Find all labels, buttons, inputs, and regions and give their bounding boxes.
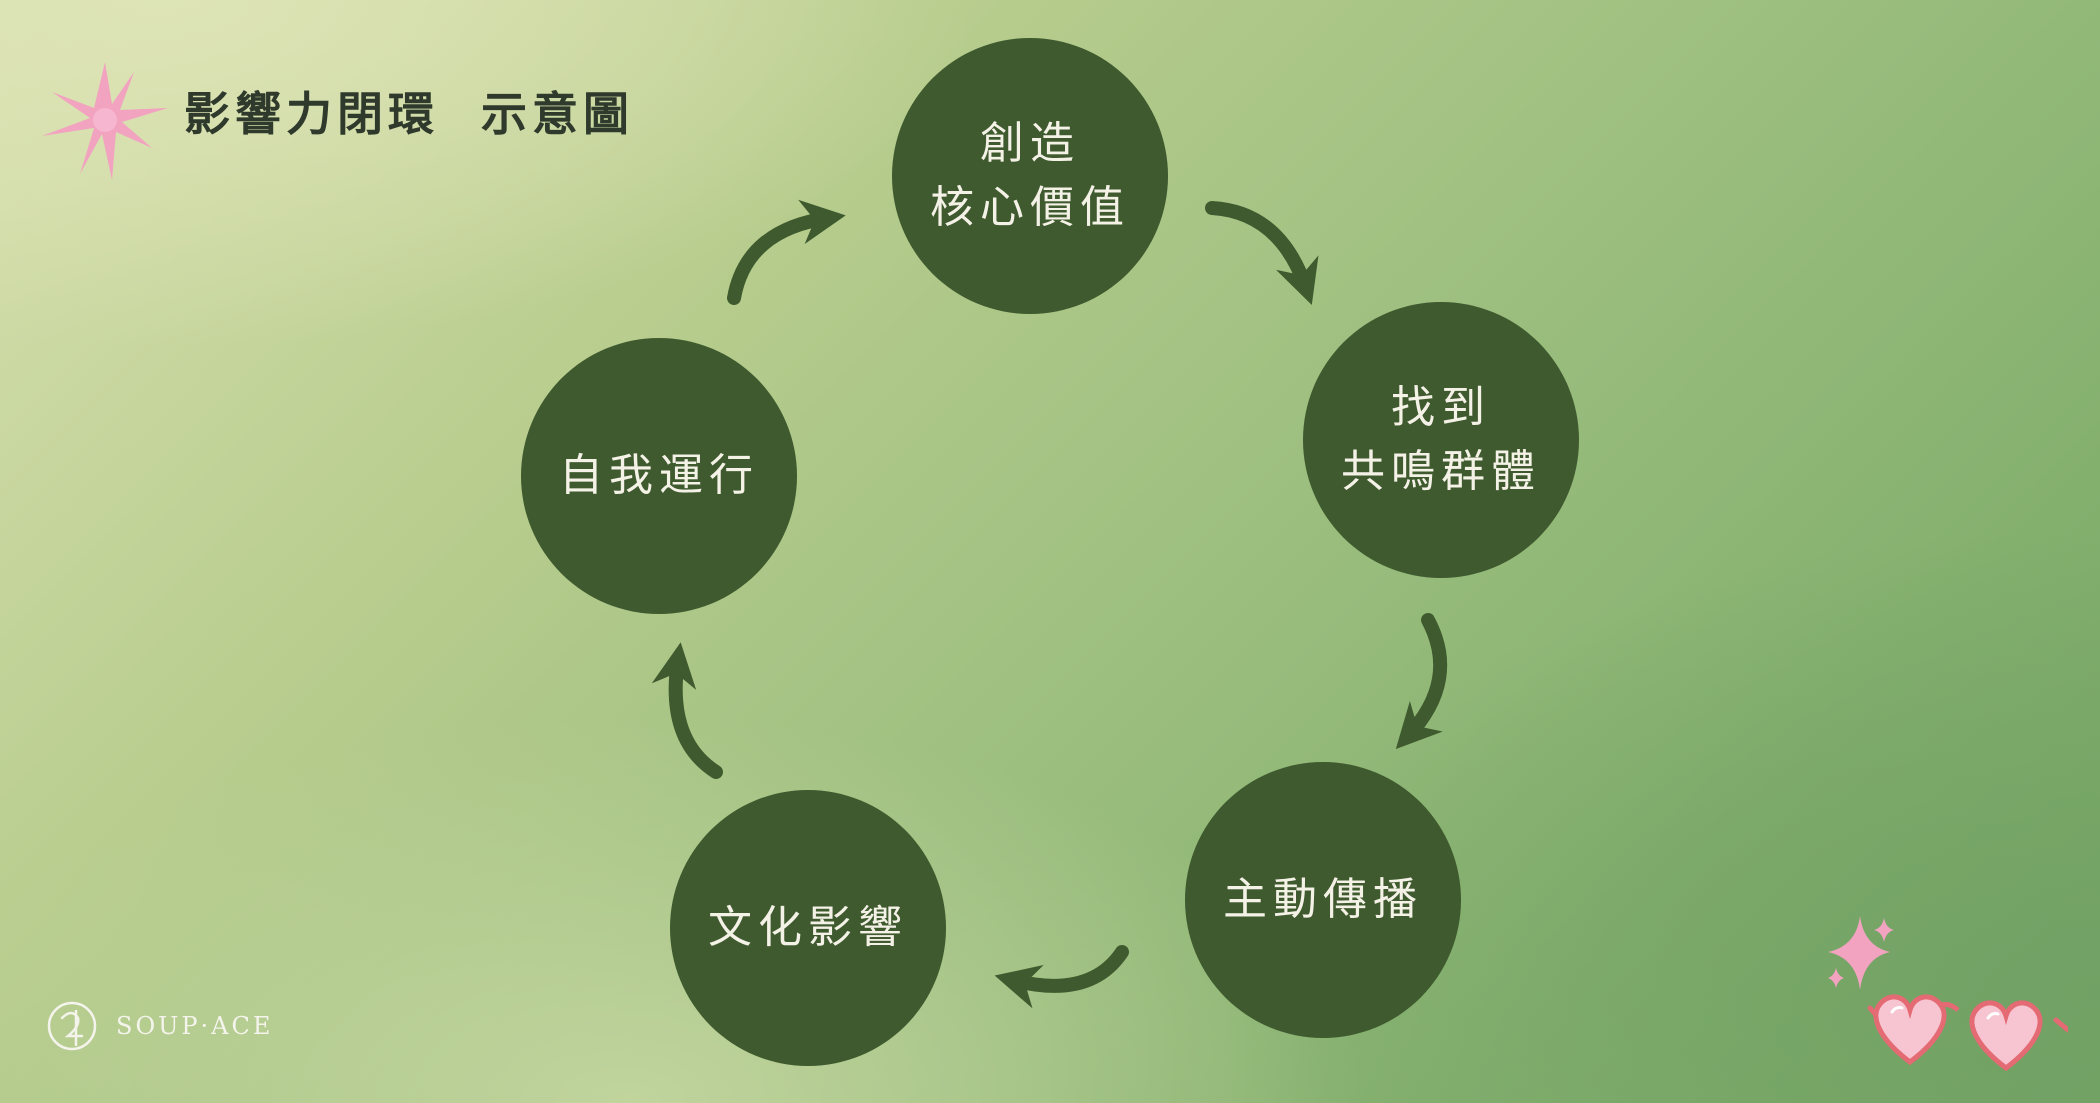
node-cultural-influence: 文化影響 bbox=[670, 790, 946, 1066]
node-active-spread: 主動傳播 bbox=[1185, 762, 1461, 1038]
arrow-3-to-4 bbox=[1012, 952, 1122, 986]
node-self-running: 自我運行 bbox=[521, 338, 797, 614]
logo-text: SOUP·ACE bbox=[116, 1012, 273, 1040]
arrow-4-to-5 bbox=[676, 660, 716, 772]
soup-ace-logo: SOUP·ACE bbox=[46, 1000, 273, 1052]
node-2-line-2: 共鳴群體 bbox=[1341, 440, 1541, 504]
heart-sunglasses-icon bbox=[1818, 912, 2068, 1072]
sparkle-small-icon bbox=[1874, 918, 1894, 942]
node-5-line-1: 自我運行 bbox=[559, 444, 759, 508]
arrow-5-to-1 bbox=[734, 218, 828, 298]
node-1-line-1: 創造 bbox=[980, 112, 1080, 176]
node-1-line-2: 核心價值 bbox=[930, 176, 1130, 240]
node-find-resonant-group: 找到 共鳴群體 bbox=[1303, 302, 1579, 578]
sparkle-tiny-icon bbox=[1828, 968, 1844, 988]
arrow-2-to-3 bbox=[1408, 620, 1440, 736]
arrow-1-to-2 bbox=[1212, 208, 1306, 288]
node-4-line-1: 文化影響 bbox=[708, 896, 908, 960]
node-create-core-value: 創造 核心價值 bbox=[892, 38, 1168, 314]
logo-mark-icon bbox=[46, 1000, 98, 1052]
node-3-line-1: 主動傳播 bbox=[1223, 868, 1423, 932]
node-2-line-1: 找到 bbox=[1391, 376, 1491, 440]
